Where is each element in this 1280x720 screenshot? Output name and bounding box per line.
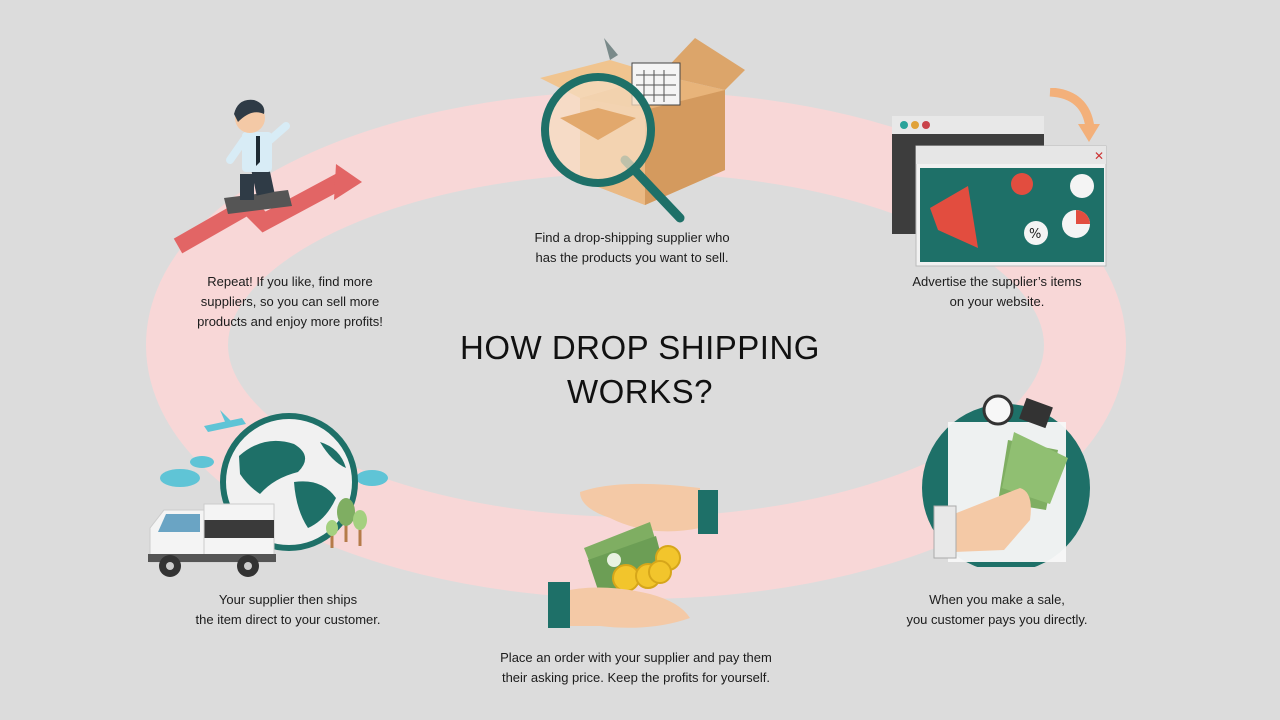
advertise-window-icon: ✕ % <box>892 88 1107 267</box>
title-line-1: HOW DROP SHIPPING <box>460 329 820 366</box>
diagram-title: HOW DROP SHIPPING WORKS? <box>420 326 860 414</box>
svg-text:✕: ✕ <box>1094 149 1104 163</box>
svg-text:%: % <box>1029 227 1041 242</box>
truck-globe-icon <box>148 410 388 577</box>
step-sale-caption: When you make a sale, you customer pays … <box>906 592 1088 627</box>
businessman-arrow-icon <box>173 99 362 254</box>
hand-money-bag-icon <box>922 394 1090 567</box>
hands-money-icon <box>548 483 718 628</box>
step-find-supplier-caption: Find a drop-shipping supplier who has th… <box>534 230 730 265</box>
magnifier-box-icon <box>540 38 745 223</box>
title-line-2: WORKS? <box>566 373 714 410</box>
step-repeat-caption: Repeat! If you like, find more suppliers… <box>197 274 383 329</box>
step-ship-caption: Your supplier then ships the item direct… <box>195 592 381 627</box>
step-place-order-caption: Place an order with your supplier and pa… <box>500 650 772 685</box>
step-advertise-caption: Advertise the supplier’s items on your w… <box>912 274 1082 309</box>
